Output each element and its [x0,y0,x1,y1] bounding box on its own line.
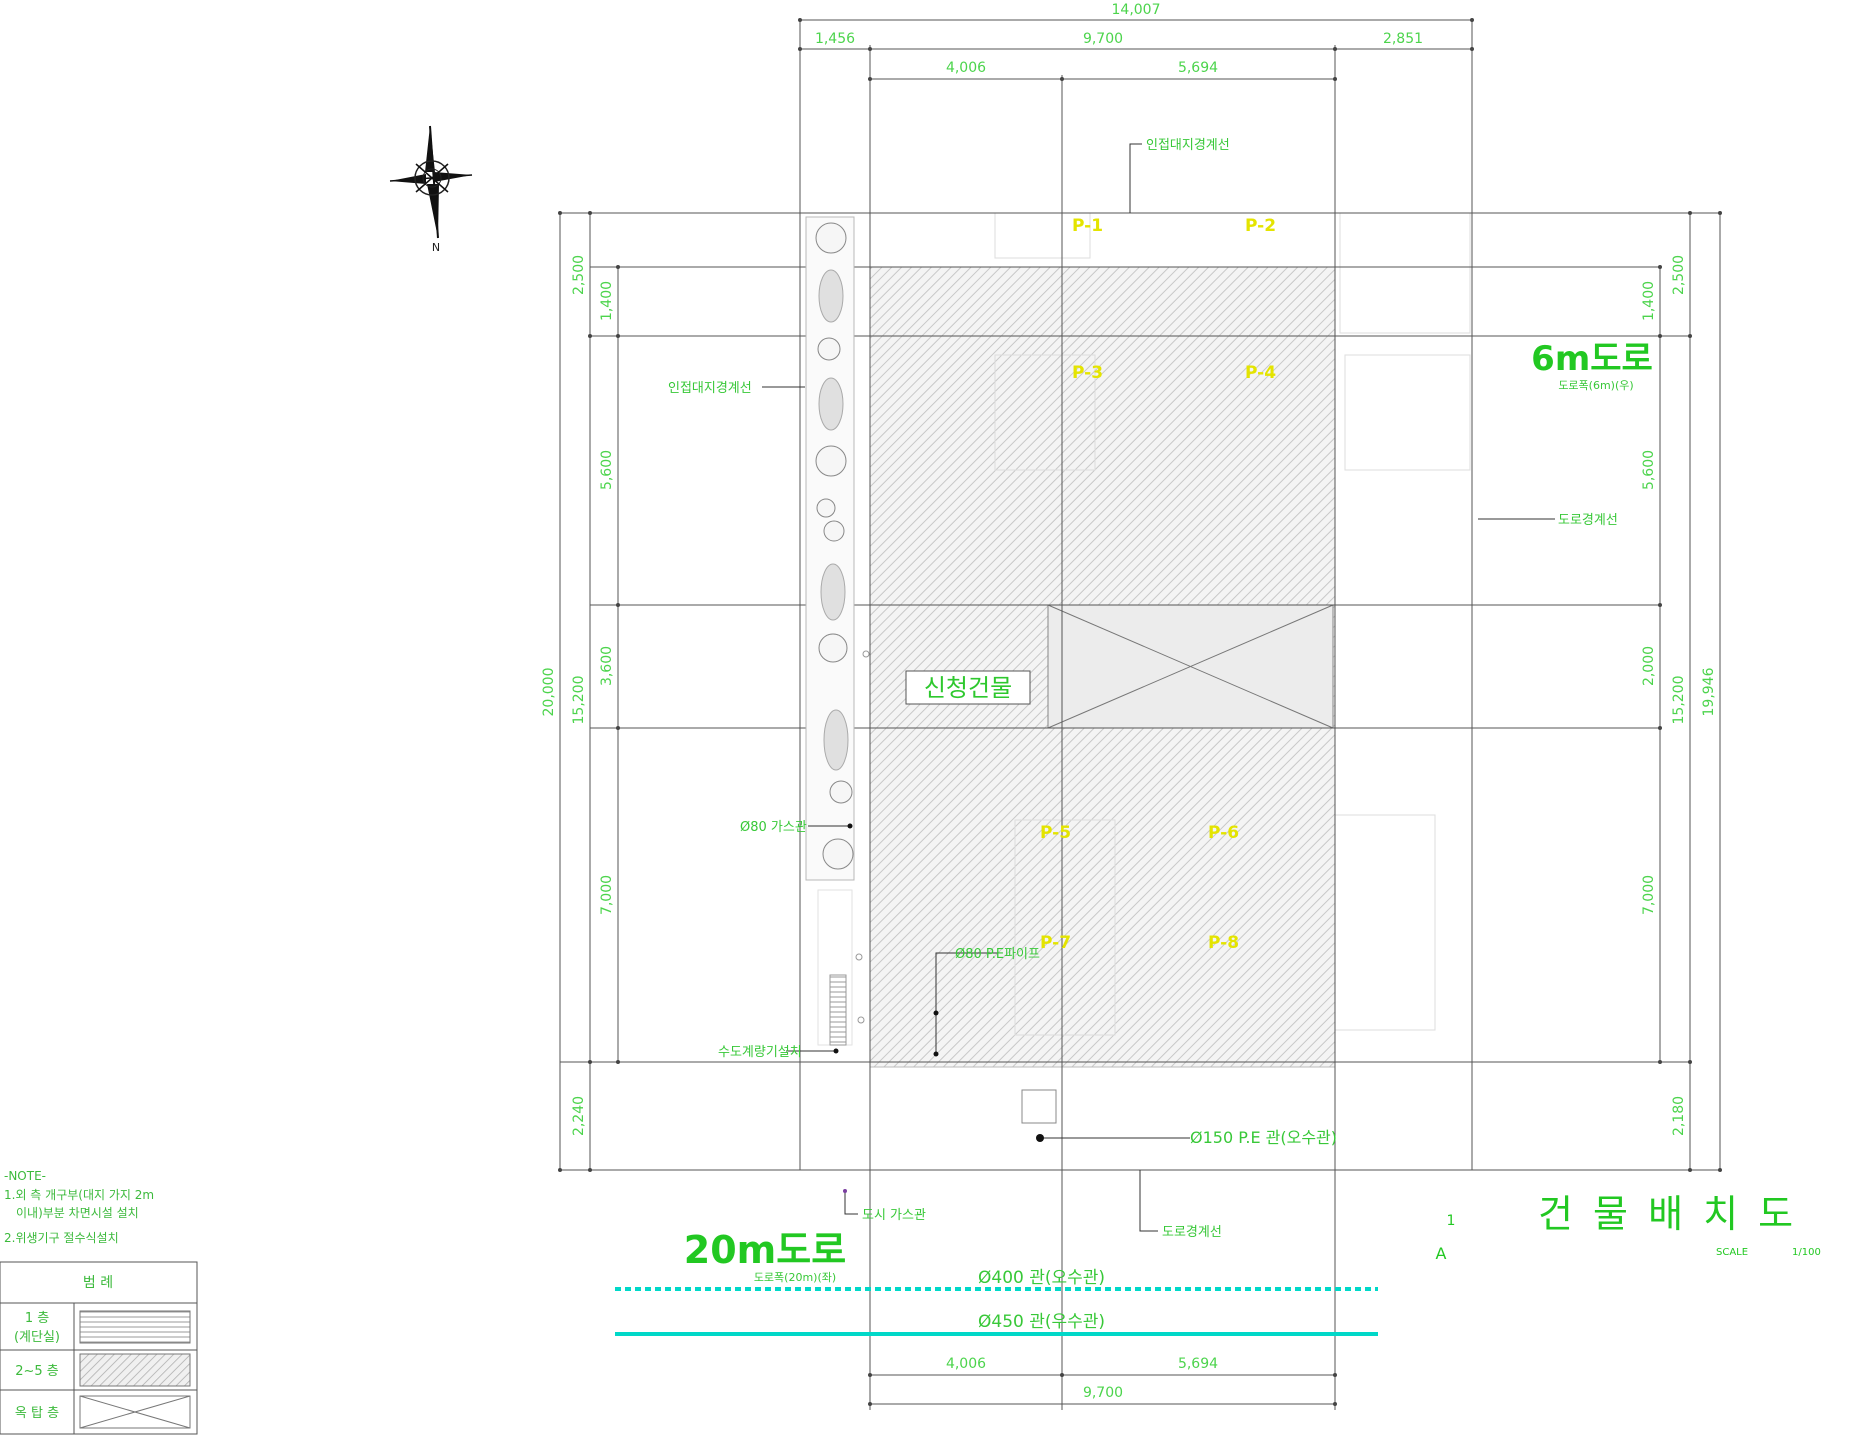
road-south-sub: 도로폭(20m)(좌) [754,1271,836,1284]
label-pe-pipe: Ø80 P.E파이프 [955,947,1040,962]
label-gas-pipe: Ø80 가스관 [740,820,807,835]
label-adjacent-boundary-top: 인접대지경계선 [1146,138,1230,153]
shrub-icon [818,269,844,323]
label-pipe-400: Ø400 관(오수관) [978,1268,1105,1288]
shrub-icon [818,377,844,431]
column-tag-p1: P-1 [1072,216,1103,236]
shrub-icon [823,709,849,771]
dim-top-overall: 14,007 [1112,2,1161,18]
dimension-ticks [558,18,1722,1406]
dim-bottom-inner-left: 4,006 [946,1356,986,1372]
dim-left-span-1: 1,400 [599,281,615,321]
legend-header: 범 례 [83,1275,113,1291]
building-label: 신청건물 [924,674,1012,702]
road-east-name: 6m도로 [1531,339,1653,379]
column-tag-p7: P-7 [1040,933,1071,953]
legend-row-1b: (계단실) [14,1330,60,1345]
section-mark-letter: A [1436,1244,1447,1263]
dim-left-top-setback: 2,500 [571,255,587,295]
tree-icon [818,633,848,663]
dim-right-outer: 19,946 [1701,667,1717,716]
tree-icon [817,337,841,361]
dim-top-seg-mid: 9,700 [1083,31,1123,47]
legend-swatch-hatch [79,1353,191,1387]
column-tag-p4: P-4 [1245,363,1276,383]
dim-left-bottom-setback: 2,240 [571,1096,587,1136]
column-tag-p3: P-3 [1072,363,1103,383]
dim-right-span-1: 1,400 [1641,281,1657,321]
dimension-lines [559,19,1721,1405]
tree-icon [823,520,845,542]
tree-icon [815,445,847,477]
tree-icon [815,222,847,254]
compass-icon [389,125,473,239]
legend-row-1a: 1 층 [25,1311,49,1326]
label-pipe-450: Ø450 관(우수관) [978,1312,1105,1332]
label-adjacent-boundary-left: 인접대지경계선 [668,381,752,396]
column-tag-p5: P-5 [1040,823,1071,843]
dim-right-top-setback: 2,500 [1671,255,1687,295]
dim-left-mid: 15,200 [571,676,587,725]
road-east-sub: 도로폭(6m)(우) [1558,379,1633,392]
water-meter-icon [829,974,847,1046]
tree-icon [822,838,854,870]
column-tags: P-1 P-2 P-3 P-4 P-5 P-6 P-7 P-8 [1040,216,1276,953]
notes-heading: -NOTE- [4,1169,46,1183]
legend-table: 범 례 1 층 (계단실) 2~5 층 옥 탑 층 [0,1261,198,1435]
dim-right-span-4: 7,000 [1641,875,1657,915]
gas-point-icon [843,1189,847,1193]
dim-right-mid: 15,200 [1671,676,1687,725]
manhole-icon [1021,1089,1057,1124]
label-sewer-pipe-150: Ø150 P.E 관(오수관) [1190,1128,1337,1147]
shrub-icon [820,563,846,621]
scale-label: SCALE [1716,1247,1748,1258]
road-south-name: 20m도로 [684,1228,846,1272]
dim-left-outer: 20,000 [541,668,557,717]
dim-right-span-2: 5,600 [1641,450,1657,490]
dim-left-span-4: 7,000 [599,875,615,915]
dim-bottom-inner-right: 5,694 [1178,1356,1218,1372]
building-footprint [869,212,1471,1068]
north-label: N [432,241,440,254]
dim-right-bottom-setback: 2,180 [1671,1096,1687,1136]
leader-lines [762,143,1555,1232]
leader-dots [833,823,1044,1142]
building-label-box [905,670,1031,705]
dim-left-span-2: 5,600 [599,450,615,490]
dim-top-inner-right: 5,694 [1178,60,1218,76]
label-road-boundary-right: 도로경계선 [1558,513,1618,528]
dim-left-span-3: 3,600 [599,646,615,686]
dim-right-span-3: 2,000 [1641,646,1657,686]
column-tag-p6: P-6 [1208,823,1239,843]
notes-line-1b: 이내)부분 차면시설 설치 [16,1206,139,1220]
dim-top-seg-right: 2,851 [1383,31,1423,47]
dim-top-inner-left: 4,006 [946,60,986,76]
dim-top-seg-left: 1,456 [815,31,855,47]
drawing-title: 건 물 배 치 도 [1538,1192,1797,1236]
notes-line-2: 2.위생기구 절수식설치 [4,1231,119,1245]
tree-icon [816,498,836,518]
label-water-meter: 수도계량기설치 [718,1045,802,1060]
dim-bottom-overall: 9,700 [1083,1385,1123,1401]
notes-line-1a: 1.외 측 개구부(대지 가지 2m [4,1188,154,1202]
legend-row-2: 2~5 층 [15,1364,59,1379]
label-city-gas: 도시 가스관 [862,1208,926,1223]
tree-icon [829,780,853,804]
legend-swatch-lines [79,1310,191,1344]
label-road-boundary-bottom: 도로경계선 [1162,1225,1222,1240]
column-tag-p2: P-2 [1245,216,1276,236]
landscape-strip [805,216,870,1046]
legend-row-3: 옥 탑 층 [15,1406,59,1421]
scale-value: 1/100 [1792,1247,1821,1258]
section-mark-number: 1 [1447,1213,1456,1229]
column-tag-p8: P-8 [1208,933,1239,953]
